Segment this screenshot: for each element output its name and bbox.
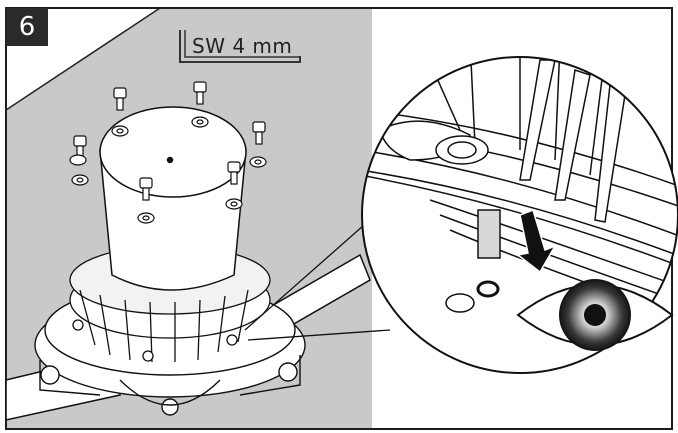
arrow-down-icon (516, 209, 557, 274)
screw (113, 87, 127, 111)
screw (252, 121, 266, 145)
hex-key-icon (179, 30, 301, 63)
tool-size-label: SW 4 mm (192, 34, 293, 58)
eye-icon (516, 279, 674, 351)
screw (139, 177, 153, 201)
step-number-badge: 6 (6, 8, 48, 46)
washers (69, 116, 267, 224)
screws (73, 81, 266, 201)
screw (227, 161, 241, 185)
cylinder-body (99, 106, 247, 291)
screw (73, 135, 87, 159)
screw (193, 81, 207, 105)
